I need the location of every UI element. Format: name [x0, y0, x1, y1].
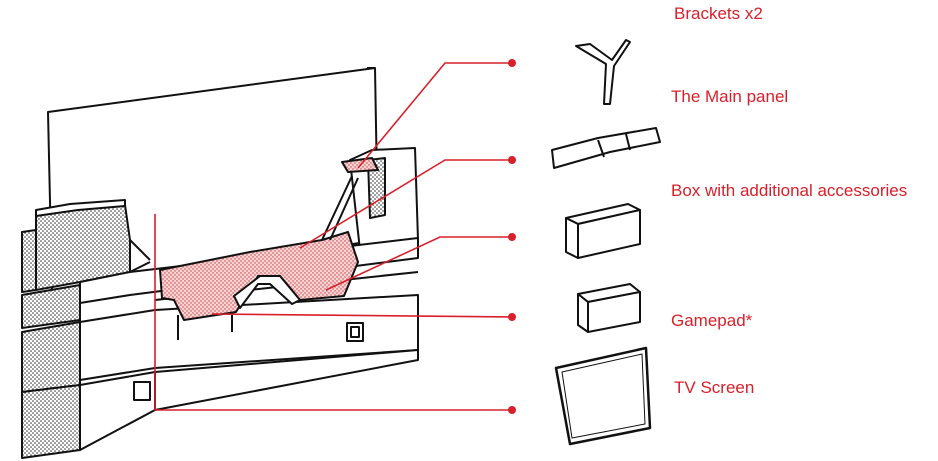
brackets-icon: [575, 39, 631, 105]
gamepad-box-icon: [577, 283, 641, 333]
leader-dots: [508, 59, 516, 414]
leader-line-accessories: [325, 236, 512, 291]
leader-line-main-panel: [299, 159, 512, 249]
label-tv-screen: TV Screen: [674, 378, 755, 397]
packaged-tv-illustration: [21, 67, 419, 459]
label-accessories-box: Box with additional accessories: [671, 181, 908, 200]
leader-line-gamepad: [211, 313, 513, 318]
leader-line-brackets: [357, 62, 512, 169]
label-main-panel: The Main panel: [671, 87, 789, 106]
leader-line-tv-screen: [154, 214, 512, 411]
label-gamepad: Gamepad*: [671, 311, 753, 330]
leader-lines: [154, 62, 513, 411]
tv-screen-icon: [554, 346, 652, 446]
handle-cutout-left: [133, 381, 151, 401]
label-brackets: Brackets x2: [674, 4, 763, 23]
accessory-box-icon: [565, 203, 641, 259]
main-panel-icon: [551, 127, 661, 169]
